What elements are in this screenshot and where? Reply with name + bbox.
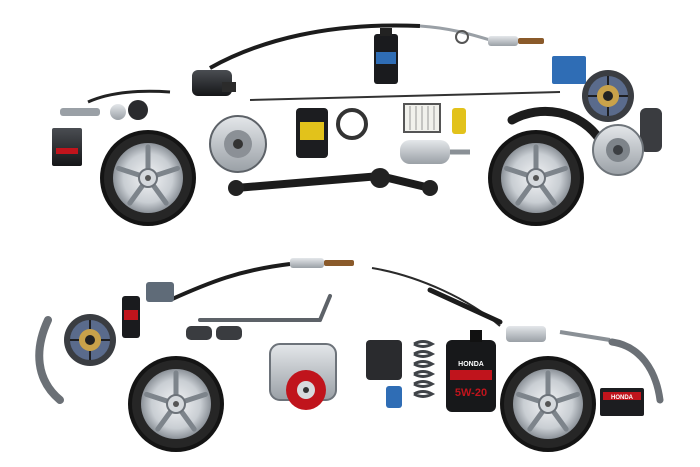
muffler-top: [400, 140, 470, 164]
rear-parts-bottom: [506, 326, 664, 404]
oil-filter-bottom: [386, 386, 402, 408]
brake-pads-bottom: [186, 326, 242, 340]
oxygen-sensor-bottom: [290, 258, 354, 268]
top-car-front-wheel: [100, 130, 196, 226]
alternator-top: [209, 115, 267, 173]
bottom-car: HONDA 5W-20 HONDA: [35, 258, 664, 452]
brake-rotor-top: [592, 124, 644, 176]
oil-jug-top: [296, 108, 328, 158]
oil-jug-brand: HONDA: [458, 361, 484, 368]
oil-jug-bottom: HONDA 5W-20: [446, 330, 496, 412]
bottom-car-rear-wheel: [500, 356, 596, 452]
roof-cable: [209, 23, 421, 70]
oxygen-sensor-top: [455, 30, 544, 46]
lug-wrench-bottom: [198, 294, 332, 322]
clutch-disc-bottom: [63, 313, 117, 367]
brake-pads-top: [640, 108, 662, 152]
rear-arm-top: [507, 106, 605, 145]
top-car: [52, 23, 662, 226]
roof-arc-bottom: [371, 267, 501, 327]
roof-cable-bottom: [169, 262, 291, 302]
front-parts-top: [52, 89, 171, 166]
parts-box-top: [552, 56, 586, 84]
small-bottle-top: [452, 108, 466, 134]
coil-springs-bottom: [413, 340, 436, 398]
spray-can-bottom: [122, 296, 140, 338]
wiper-blade-bottom: [427, 287, 503, 325]
oil-jug-grade: 5W-20: [455, 387, 487, 399]
control-arm-top: [232, 171, 434, 192]
battery-bottom: HONDA: [600, 388, 644, 416]
bottom-car-front-wheel: [128, 356, 224, 452]
sensor-box-bottom: [146, 282, 174, 302]
cabin-filter-bottom: [366, 340, 402, 380]
side-mirror-top: [192, 70, 236, 96]
air-filter-top: [403, 103, 441, 133]
top-car-rear-wheel: [488, 130, 584, 226]
front-arm-bottom: [35, 316, 64, 404]
hood-line-top: [249, 91, 561, 101]
oil-bottle-top: [374, 28, 398, 84]
power-steering-pump-bottom: [269, 343, 337, 410]
gasket-ring-top: [336, 108, 368, 140]
clutch-disc-top: [581, 69, 635, 123]
battery-brand: HONDA: [611, 395, 634, 401]
